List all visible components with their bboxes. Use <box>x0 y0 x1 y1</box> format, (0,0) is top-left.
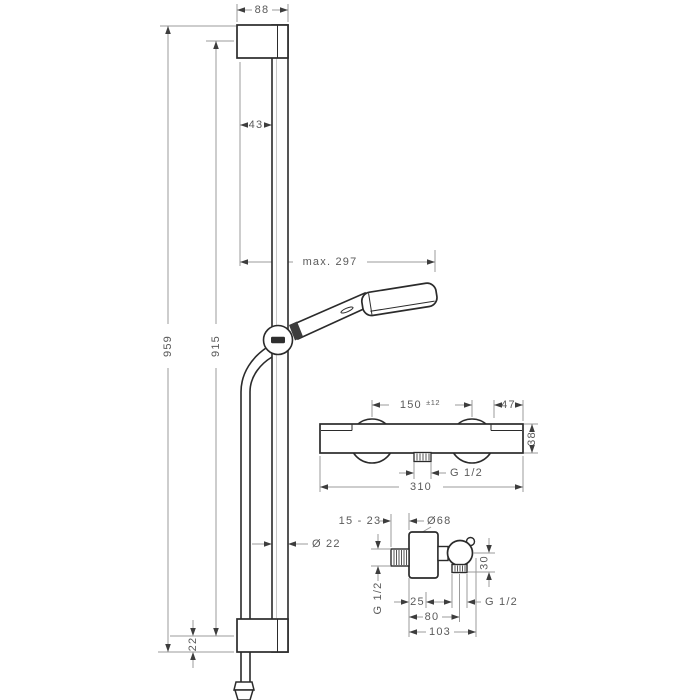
handle-seam <box>340 306 354 314</box>
valve-body-side <box>446 539 474 567</box>
dim-outlet-thread-front-label: G 1/2 <box>450 467 483 479</box>
handle-grip-ring <box>289 321 303 341</box>
dim-body-height-label: 38 <box>526 431 538 446</box>
dim-total-height-label: 959 <box>162 335 174 357</box>
mixer-outlet-front <box>413 451 432 463</box>
dim-bar-offset-label: 43 <box>249 119 264 131</box>
dim-total-width-label: 310 <box>410 481 432 493</box>
dim-mount-distance-label: 915 <box>210 335 222 357</box>
slide-bar-unit <box>233 24 438 700</box>
dim-escutcheon-depth-label: 25 <box>410 596 425 608</box>
dim-outlet-depth-label: 80 <box>425 611 440 623</box>
top-bracket <box>236 24 289 59</box>
dim-total-depth-label: 103 <box>429 626 451 638</box>
dim-max-reach-label: max. 297 <box>303 256 358 268</box>
dim-end-offset-label: 22 <box>187 637 199 652</box>
shower-hose <box>233 347 273 700</box>
hand-shower-handle <box>293 291 369 341</box>
dim-bar-diameter-label: Ø 22 <box>312 538 341 550</box>
hansgrohe-logo-badge <box>271 336 285 344</box>
dim-connection-tolerance-label: ±12 <box>426 398 440 407</box>
dim-connection-distance-label: 150 <box>400 399 422 411</box>
rail-dimensions: 88 43 max. 297 959 915 <box>158 4 436 668</box>
hand-shower <box>289 282 438 341</box>
dim-outlet-drop-label: 30 <box>479 555 491 570</box>
escutcheon-side <box>408 531 439 579</box>
bottom-bracket <box>236 618 289 653</box>
mixer-body-bar <box>319 423 524 454</box>
mixer-side-view: 15 - 23 Ø68 <box>339 513 518 638</box>
dim-mixer-end-offset-label: 47 <box>501 399 516 411</box>
inlet-nipple <box>390 548 410 567</box>
hand-shower-head <box>360 282 438 317</box>
hose-nut-collar <box>233 681 255 691</box>
dim-outlet-thread-side-label: G 1/2 <box>485 596 518 608</box>
dim-mounting-depth-range-label: 15 - 23 <box>339 515 382 527</box>
valve-outlet-side <box>451 563 468 574</box>
dim-bracket-width-label: 88 <box>255 4 270 16</box>
dim-inlet-thread-label: G 1/2 <box>372 582 384 615</box>
valve-connector <box>437 545 449 562</box>
dim-escutcheon-diameter-label: Ø68 <box>427 515 451 527</box>
hose-nut <box>233 689 255 700</box>
svg-text:150 ±12: 150 ±12 <box>400 398 440 412</box>
mixer-front-view: 150 ±12 47 38 G 1/2 310 <box>319 398 538 493</box>
